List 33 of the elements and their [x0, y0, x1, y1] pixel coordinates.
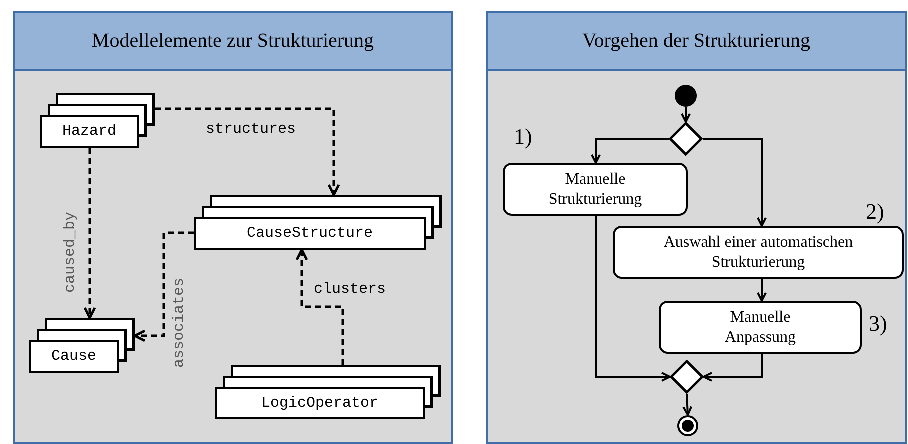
class-name: CauseStructure: [246, 225, 374, 242]
stacked-class-box: [194, 195, 442, 250]
step-number: 3): [869, 313, 888, 335]
arrow: [703, 354, 763, 382]
dashed-arrow: [155, 108, 340, 196]
arrow: [591, 138, 669, 164]
step-number: 2): [866, 201, 884, 223]
action-box: [613, 226, 904, 279]
step-number: 1): [514, 126, 532, 148]
action-text: Auswahl einer automatischen Strukturierung: [662, 233, 854, 272]
arrow: [682, 394, 693, 416]
arrow: [757, 279, 767, 302]
class-name: LogicOperator: [261, 394, 379, 412]
action-box: [503, 163, 688, 216]
stacked-class-box: [29, 318, 135, 373]
panel: [486, 11, 907, 444]
panel-title: Modellelemente zur Strukturierung: [92, 30, 374, 52]
edge-label: caused_by: [63, 212, 78, 293]
stacked-class-box: [215, 365, 441, 419]
dashed-arrow: [296, 248, 344, 365]
arrow: [703, 138, 767, 227]
dashed-arrow: [134, 232, 194, 342]
dashed-arrow: [84, 148, 96, 320]
action-text: Manuelle Strukturierung: [548, 170, 644, 209]
action-box: [659, 301, 862, 354]
arrow: [595, 216, 671, 382]
action-text: Manuelle Anpassung: [724, 308, 798, 347]
class-name: Hazard: [62, 123, 116, 140]
stacked-class-box: [40, 93, 155, 148]
panel: [13, 11, 453, 444]
panel-title: Vorgehen der Strukturierung: [582, 30, 811, 52]
arrow: [681, 107, 691, 123]
class-name: Cause: [51, 348, 96, 365]
